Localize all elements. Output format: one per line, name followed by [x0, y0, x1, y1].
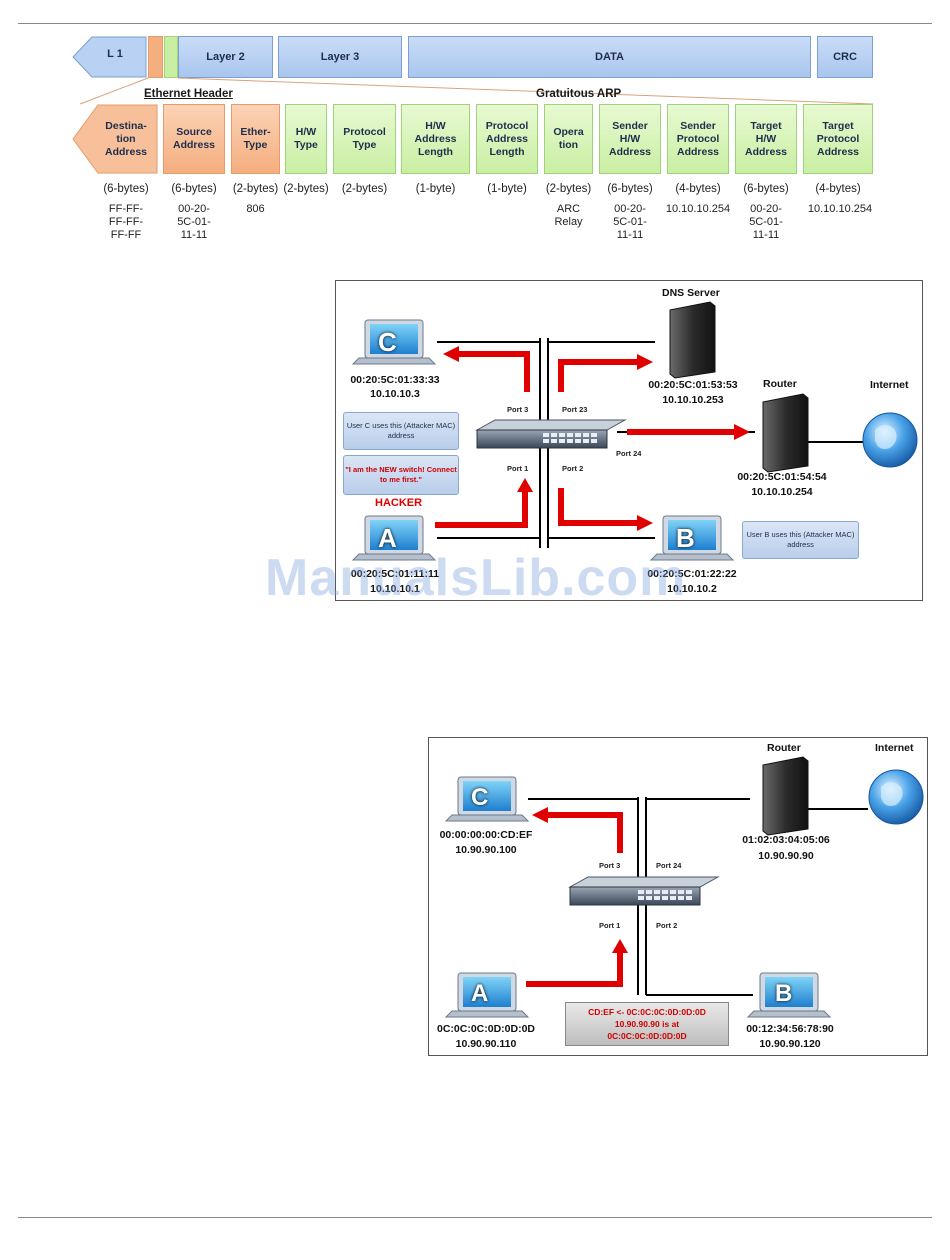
size-protocol-type: (2-bytes)	[341, 183, 388, 195]
value-operation: ARC Relay	[554, 203, 583, 228]
size-target-hw: (6-bytes)	[743, 183, 789, 195]
field-sender-hw-address: Sender H/W Address	[599, 104, 661, 174]
laptop-b-letter: B	[676, 523, 695, 553]
callout-user-b: User B uses this (Attacker MAC) address	[742, 521, 859, 559]
field-source-address: Source Address	[163, 104, 225, 174]
data-block: DATA	[408, 36, 811, 78]
dns-server-label: DNS Server	[662, 287, 720, 299]
port-24-label: Port 24	[616, 449, 642, 458]
port-1-label: Port 1	[507, 464, 529, 473]
field-target-hw-address: Target H/W Address	[735, 104, 797, 174]
value-ether-type: 806	[246, 203, 265, 215]
d2-router-mac: 01:02:03:04:05:06	[742, 834, 830, 846]
value-target-hw: 00-20- 5C-01- 11-11	[749, 203, 783, 241]
c-mac: 00:20:5C:01:33:33	[350, 374, 440, 386]
size-protocol-address-length: (1-byte)	[487, 183, 527, 195]
b-mac: 00:20:5C:01:22:22	[647, 568, 737, 580]
d2-port-24-label: Port 24	[656, 861, 682, 870]
arp-spoof-callout: CD:EF <- 0C:0C:0C:0D:0D:0D 10.90.90.90 i…	[565, 1002, 729, 1046]
layer3-block: Layer 3	[278, 36, 402, 78]
d2-port-2-label: Port 2	[656, 921, 678, 930]
port-2-label: Port 2	[562, 464, 584, 473]
size-source: (6-bytes)	[171, 183, 217, 195]
l1-arrow-shape	[72, 36, 147, 78]
laptop-c-letter: C	[378, 327, 397, 357]
expansion-lines	[79, 77, 874, 105]
bottom-divider	[18, 1217, 932, 1218]
field-hw-type: H/W Type	[285, 104, 327, 174]
field-operation: Opera tion	[544, 104, 593, 174]
value-target-protocol: 10.10.10.254	[807, 203, 873, 215]
router-mac: 00:20:5C:01:54:54	[737, 471, 827, 483]
ethernet-header-label: Ethernet Header	[144, 88, 233, 100]
d2-b-ip: 10.90.90.120	[759, 1038, 821, 1050]
hacker-label: HACKER	[375, 497, 423, 509]
router-ip: 10.10.10.254	[751, 486, 813, 498]
d2-router-label: Router	[767, 742, 801, 754]
top-divider	[18, 23, 932, 24]
value-sender-protocol: 10.10.10.254	[665, 203, 731, 215]
d2-a-ip: 10.90.90.110	[455, 1038, 517, 1050]
field-protocol-address-length: Protocol Address Length	[476, 104, 538, 174]
d2-c-ip: 10.90.90.100	[455, 844, 517, 856]
diagram2-graphics	[444, 756, 924, 1018]
arp-strip	[164, 36, 178, 78]
field-sender-protocol-address: Sender Protocol Address	[667, 104, 729, 174]
d2-internet-label: Internet	[875, 742, 914, 754]
manualslib-watermark: ManualsLib.com	[265, 549, 687, 607]
destination-arrow-shape	[72, 104, 158, 174]
field-destination-address: Destina- tion Address	[104, 119, 147, 158]
diagram1-graphics	[351, 301, 918, 561]
field-ether-type: Ether- Type	[231, 104, 280, 174]
d2-port-3-label: Port 3	[599, 861, 621, 870]
c-ip: 10.10.10.3	[370, 388, 420, 400]
callout-line-1: CD:EF <- 0C:0C:0C:0D:0D:0D	[588, 1007, 706, 1017]
d2-b-mac: 00:12:34:56:78:90	[746, 1023, 834, 1035]
gratuitous-arp-label: Gratuitous ARP	[536, 88, 622, 100]
internet-label: Internet	[870, 379, 909, 391]
d2-laptop-c-letter: C	[471, 784, 489, 811]
field-target-protocol-address: Target Protocol Address	[803, 104, 873, 174]
callout-hacker-quote: "I am the NEW switch! Connect to me firs…	[343, 455, 459, 495]
callout-line-3: 0C:0C:0C:0D:0D:0D	[607, 1031, 687, 1041]
d2-c-mac: 00:00:00:00:CD:EF	[439, 829, 533, 841]
callout-line-2: 10.90.90.90 is at	[614, 1019, 680, 1029]
port-3-label: Port 3	[507, 405, 529, 414]
crc-block: CRC	[817, 36, 873, 78]
size-sender-protocol: (4-bytes)	[675, 183, 721, 195]
callout-user-c: User C uses this (Attacker MAC) address	[343, 412, 459, 450]
size-target-protocol: (4-bytes)	[815, 183, 861, 195]
l1-label: L 1	[107, 48, 123, 60]
laptop-a-letter: A	[378, 523, 397, 553]
size-operation: (2-bytes)	[545, 183, 592, 195]
field-hw-address-length: H/W Address Length	[401, 104, 470, 174]
value-source: 00-20- 5C-01- 11-11	[177, 203, 211, 241]
ethernet-header-strip	[148, 36, 163, 78]
d2-a-mac: 0C:0C:0C:0D:0D:0D	[436, 1023, 536, 1035]
size-sender-hw: (6-bytes)	[607, 183, 653, 195]
a-ip: 10.10.10.1	[370, 583, 420, 595]
d2-port-1-label: Port 1	[599, 921, 621, 930]
d2-router-ip: 10.90.90.90	[758, 850, 814, 862]
router-label: Router	[763, 378, 797, 390]
b-ip: 10.10.10.2	[667, 583, 717, 595]
value-sender-hw: 00-20- 5C-01- 11-11	[613, 203, 647, 241]
size-destination: (6-bytes)	[103, 183, 149, 195]
dns-mac: 00:20:5C:01:53:53	[648, 379, 738, 391]
size-ether-type: (2-bytes)	[232, 183, 279, 195]
value-destination: FF-FF- FF-FF- FF-FF	[108, 203, 144, 241]
field-protocol-type: Protocol Type	[333, 104, 396, 174]
d2-laptop-a-letter: A	[471, 980, 489, 1007]
port-23-label: Port 23	[562, 405, 588, 414]
layer2-block: Layer 2	[178, 36, 273, 78]
a-mac: 00:20:5C:01:11:11	[350, 568, 440, 580]
size-hw-address-length: (1-byte)	[415, 183, 456, 195]
size-hw-type: (2-bytes)	[283, 183, 329, 195]
dns-ip: 10.10.10.253	[662, 394, 724, 406]
d2-laptop-b-letter: B	[775, 980, 793, 1007]
